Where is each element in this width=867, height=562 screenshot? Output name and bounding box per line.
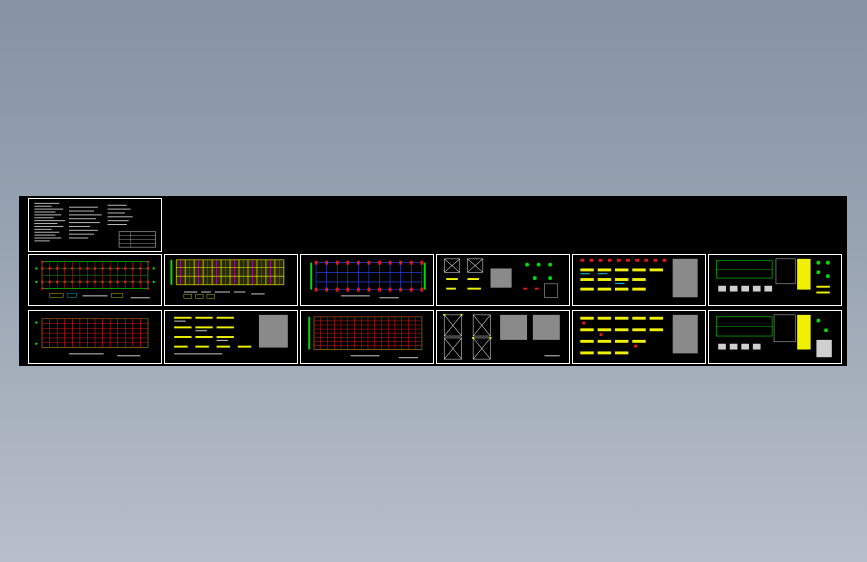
cover-notes-drawing	[34, 202, 156, 248]
anchor-plan-drawing	[35, 318, 149, 357]
sheet-section-details-bottom[interactable]	[572, 310, 706, 364]
beam-details-drawing	[174, 314, 288, 355]
elevation-drawing	[310, 260, 426, 299]
sheet-brace-elevations[interactable]	[436, 310, 570, 364]
node-details-bottom-drawing	[715, 314, 832, 358]
sheet-node-details-top[interactable]	[708, 254, 842, 306]
node-details-top-drawing	[716, 258, 830, 294]
sheet-cover-notes[interactable]	[28, 198, 162, 252]
foundation-plan-drawing	[35, 260, 155, 299]
sheet-elevation-blue[interactable]	[300, 254, 434, 306]
sheet-anchor-plan[interactable]	[28, 310, 162, 364]
section-details-bottom-drawing	[580, 314, 698, 355]
brace-details-drawing	[444, 258, 559, 298]
sheet-foundation-plan[interactable]	[28, 254, 162, 306]
sheet-brace-details[interactable]	[436, 254, 570, 306]
drawing-canvas[interactable]	[19, 196, 847, 366]
brace-elevations-drawing	[443, 313, 560, 360]
sheet-roof-plan[interactable]	[300, 310, 434, 364]
section-details-top-drawing	[580, 258, 698, 298]
sheet-column-layout-plan[interactable]	[164, 254, 298, 306]
sheet-beam-details[interactable]	[164, 310, 298, 364]
roof-plan-drawing	[308, 316, 423, 359]
column-layout-drawing	[170, 259, 285, 299]
sheet-section-details-top[interactable]	[572, 254, 706, 306]
sheet-node-details-bottom[interactable]	[708, 310, 842, 364]
